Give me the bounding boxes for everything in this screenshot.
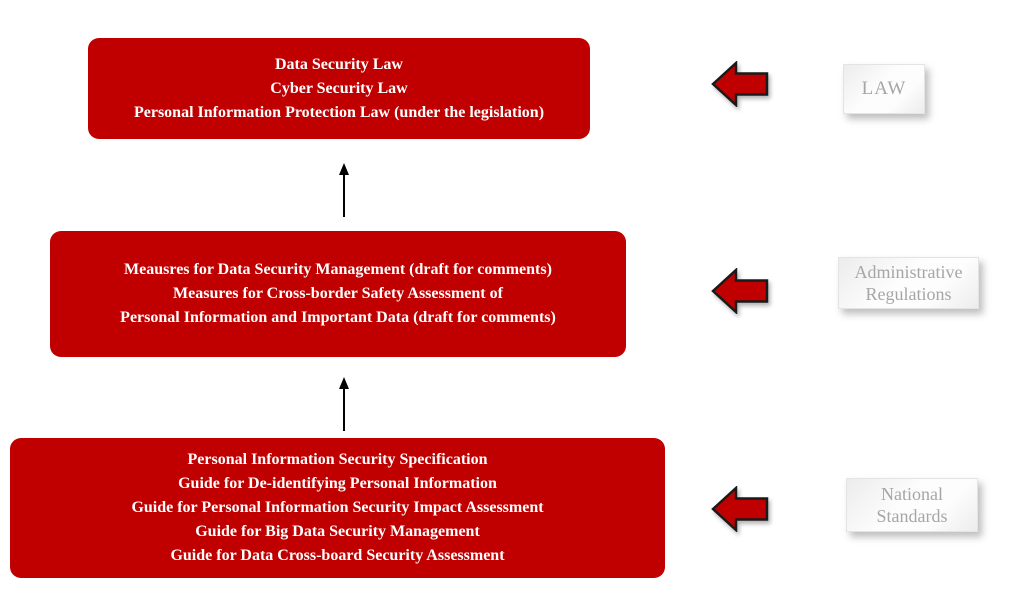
left-block-arrow-icon — [711, 61, 769, 107]
national-standards-label-line: National — [881, 484, 943, 504]
national-standards-box-line: Guide for Big Data Security Management — [195, 523, 480, 540]
administrative-regulations-box-line: Meausres for Data Security Management (d… — [124, 261, 552, 278]
left-block-arrow-icon — [711, 268, 769, 314]
national-standards-box-line: Guide for Personal Information Security … — [131, 499, 544, 516]
law-box-line: Data Security Law — [275, 55, 403, 73]
administrative-regulations-label: Administrative Regulations — [838, 257, 979, 309]
national-standards-box-line: Personal Information Security Specificat… — [187, 451, 488, 468]
administrative-regulations-label-line: Administrative — [854, 262, 963, 282]
law-box-line: Personal Information Protection Law (und… — [133, 103, 545, 121]
law-label: LAW — [843, 64, 925, 114]
administrative-regulations-box: Meausres for Data Security Management (d… — [50, 231, 626, 357]
law-label-line: LAW — [861, 78, 907, 99]
up-arrow-icon — [339, 377, 349, 431]
administrative-regulations-box-line: Personal Information and Important Data … — [120, 309, 556, 326]
national-standards-label: National Standards — [846, 478, 978, 532]
up-arrow-icon — [339, 163, 349, 217]
administrative-regulations-label-line: Regulations — [865, 284, 952, 304]
national-standards-box: Personal Information Security Specificat… — [10, 438, 665, 578]
administrative-regulations-box-line: Measures for Cross-border Safety Assessm… — [173, 285, 503, 302]
law-box-line: Cyber Security Law — [270, 79, 408, 97]
national-standards-box-line: Guide for De-identifying Personal Inform… — [178, 475, 497, 492]
national-standards-label-line: Standards — [876, 506, 948, 526]
law-box: Data Security Law Cyber Security Law Per… — [88, 38, 590, 139]
left-block-arrow-icon — [711, 486, 769, 532]
national-standards-box-line: Guide for Data Cross-board Security Asse… — [170, 547, 505, 564]
